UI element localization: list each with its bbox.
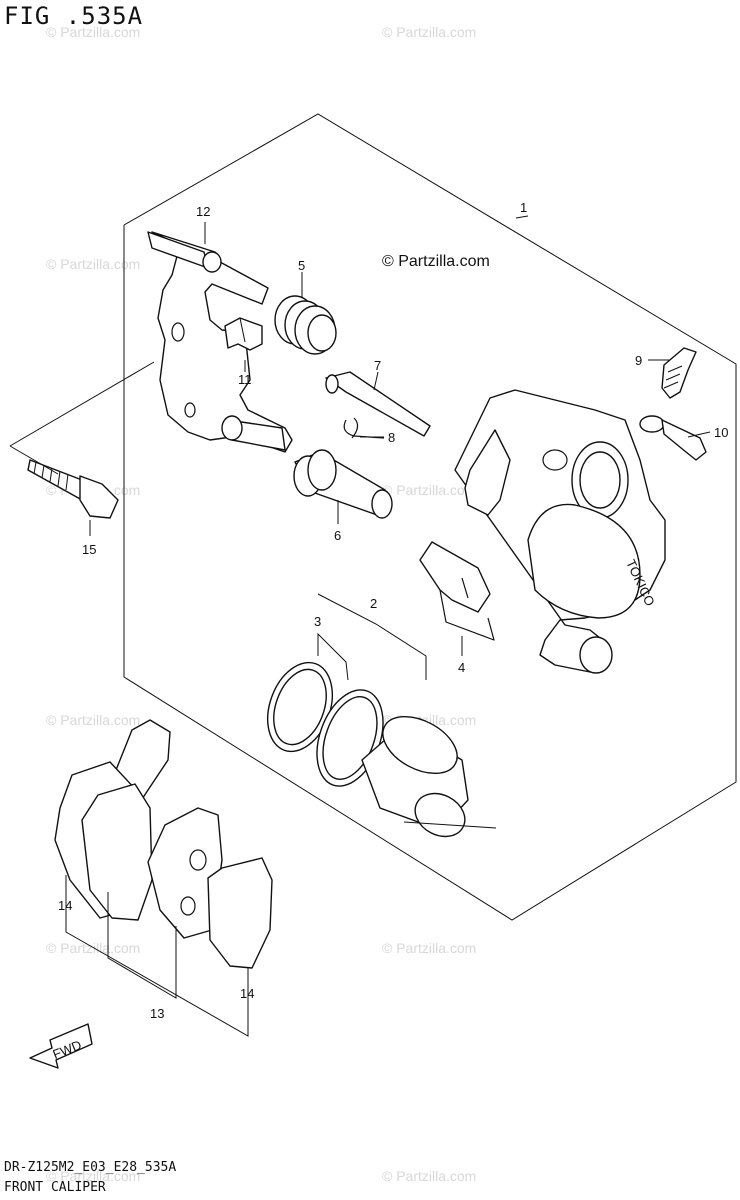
piston-seal-3: [267, 661, 333, 753]
watermark: © Partzilla.com: [382, 1168, 477, 1184]
callout-3: 3: [314, 614, 321, 629]
watermark: © Partzilla.com: [46, 24, 141, 40]
boot-5: [274, 295, 337, 355]
callout-2: 2: [370, 596, 377, 611]
pin-7: [325, 371, 431, 437]
piston: [361, 715, 469, 838]
callout-8: 8: [388, 430, 395, 445]
watermark: © Partzilla.com: [382, 940, 477, 956]
bolt-15: [9, 361, 155, 519]
callout-1: 1: [520, 200, 527, 215]
watermark-main: © Partzilla.com: [382, 253, 490, 270]
callout-5: 5: [298, 258, 305, 273]
assembly-outline: [123, 113, 737, 921]
watermark: © Partzilla.com: [46, 1168, 141, 1184]
watermark: © Partzilla.com: [382, 482, 477, 498]
pad-spring-4: [419, 541, 495, 641]
figure-title: FIG .535A: [4, 2, 144, 30]
model-code: DR-Z125M2_E03_E28_535A: [4, 1160, 177, 1175]
callout-4: 4: [458, 660, 465, 675]
clip-8: [343, 417, 385, 439]
callout-11: 11: [238, 372, 252, 387]
callout-13: 13: [150, 1006, 164, 1021]
watermark: © Partzilla.com: [46, 256, 141, 272]
watermark: © Partzilla.com: [382, 24, 477, 40]
bleeder-9: [661, 347, 697, 399]
leader-lines: [65, 222, 711, 1037]
callout-14-left: 14: [58, 898, 72, 913]
callout-12: 12: [196, 204, 210, 219]
caliper-bracket: [147, 231, 293, 453]
pin-6: [293, 449, 393, 519]
callout-10: 10: [714, 425, 728, 440]
callout-labels: 1 2 3 4 5 6 7 8 9 10 11 12 13 14 14 15: [58, 200, 728, 1021]
fwd-badge: FWD: [29, 1023, 93, 1069]
brake-pads: [54, 719, 273, 969]
diagram-caption: FRONT CALIPER: [4, 1180, 106, 1195]
callout-6: 6: [334, 528, 341, 543]
watermark: © Partzilla.com: [46, 712, 141, 728]
cap-10: [639, 415, 707, 461]
pad-clip-11: [224, 317, 263, 351]
callout-9: 9: [635, 353, 642, 368]
callout-7: 7: [374, 358, 381, 373]
callout-14-right: 14: [240, 986, 254, 1001]
caliper-body: TOKICO: [454, 389, 666, 674]
callout-15: 15: [82, 542, 96, 557]
